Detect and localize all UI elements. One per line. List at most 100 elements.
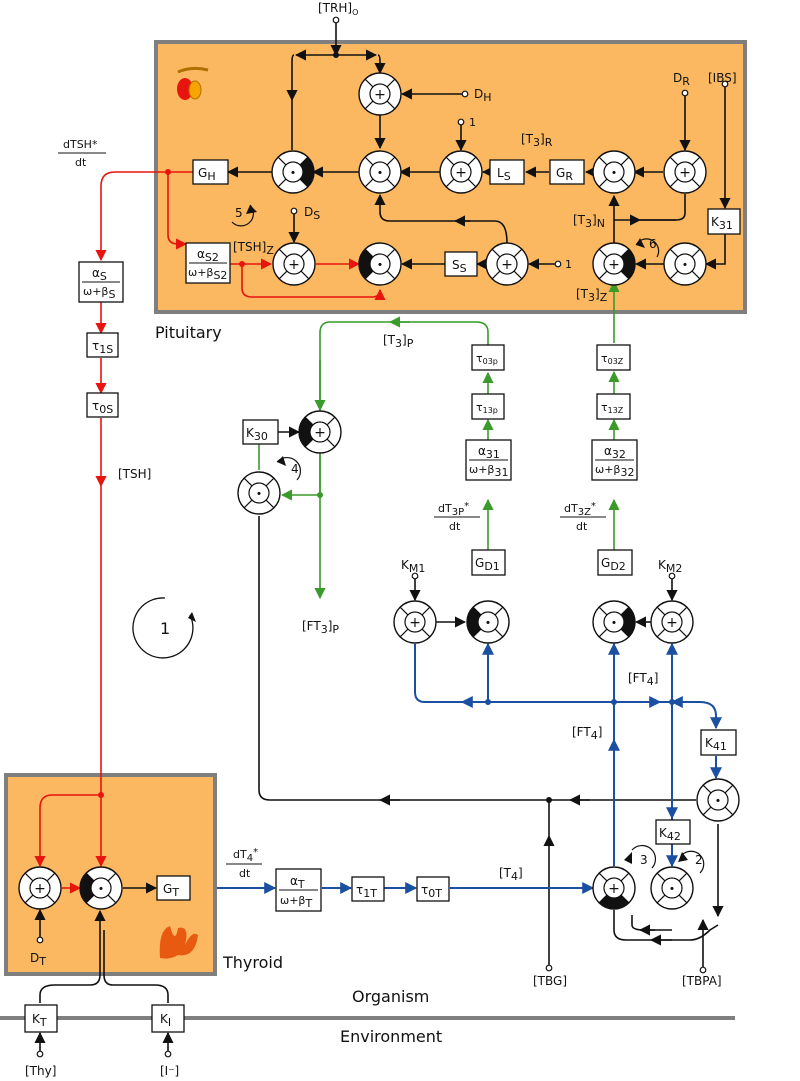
- summing-junction: +: [592, 242, 636, 286]
- dot-symbol: •: [290, 167, 297, 180]
- svg-text:τ03Z: τ03Z: [601, 352, 624, 366]
- dot-symbol: •: [485, 617, 492, 630]
- svg-text:LS: LS: [497, 166, 511, 183]
- thyroid-label: Thyroid: [222, 953, 283, 972]
- svg-text:[FT4]: [FT4]: [628, 671, 658, 688]
- summing-junction: +: [298, 410, 342, 454]
- plus-symbol: +: [501, 257, 513, 273]
- transfer-blocks: GH LS GR K31 SS αS2 ω+βS2 αS ω+βS τ1S τ0…: [24, 159, 741, 1033]
- multiplying-junction: •: [79, 866, 123, 910]
- plus-symbol: +: [666, 615, 678, 631]
- svg-text:τ0T: τ0T: [421, 883, 442, 900]
- svg-text:[IBS]: [IBS]: [708, 71, 737, 85]
- plus-symbol: +: [608, 257, 620, 273]
- dot-symbol: •: [669, 883, 676, 896]
- svg-text:αS2: αS2: [197, 247, 219, 264]
- svg-text:SS: SS: [452, 258, 467, 275]
- svg-text:[I⁻]: [I⁻]: [160, 1064, 179, 1078]
- svg-text:dT3P*: dT3P*: [438, 501, 469, 518]
- svg-text:GD1: GD1: [475, 556, 500, 573]
- control-signal-paths: [34, 20, 731, 1052]
- svg-text:αS: αS: [92, 266, 107, 283]
- multiplying-junction: •: [237, 471, 281, 515]
- svg-text:ω+βS: ω+βS: [83, 285, 115, 301]
- svg-text:K31: K31: [711, 215, 733, 232]
- svg-text:GD2: GD2: [601, 556, 626, 573]
- svg-text:4: 4: [291, 462, 299, 476]
- multiplying-junction: •: [358, 242, 402, 286]
- pituitary-organ-icon: [177, 66, 209, 100]
- dot-symbol: •: [611, 617, 618, 630]
- dot-symbol: •: [98, 883, 105, 896]
- svg-text:GR: GR: [556, 166, 573, 183]
- summing-junction: +: [485, 242, 529, 286]
- svg-text:K41: K41: [705, 736, 727, 753]
- plus-symbol: +: [679, 165, 691, 181]
- summing-junction: +: [592, 866, 636, 910]
- svg-text:dt: dt: [449, 520, 461, 533]
- svg-text:αT: αT: [290, 874, 305, 891]
- svg-text:2: 2: [695, 853, 703, 867]
- svg-text:τ03p: τ03p: [476, 352, 498, 366]
- svg-text:ω+β31: ω+β31: [469, 463, 508, 479]
- dot-symbol: •: [377, 167, 384, 180]
- svg-text:GH: GH: [198, 166, 216, 183]
- svg-text:dT3Z*: dT3Z*: [564, 501, 596, 518]
- svg-text:[TSH]Z: [TSH]Z: [233, 240, 274, 257]
- svg-text:DT: DT: [30, 951, 46, 968]
- svg-text:α32: α32: [604, 444, 626, 461]
- svg-text:τ13Z: τ13Z: [601, 401, 624, 415]
- svg-text:K30: K30: [246, 426, 268, 443]
- dot-symbol: •: [377, 259, 384, 272]
- svg-text:1: 1: [565, 258, 572, 271]
- multiplying-junction: •: [592, 150, 636, 194]
- multiplying-junction: •: [466, 600, 510, 644]
- svg-text:1: 1: [160, 619, 170, 638]
- svg-text:DR: DR: [673, 71, 690, 88]
- svg-text:[T3]Z: [T3]Z: [576, 287, 608, 304]
- svg-text:[FT4]: [FT4]: [572, 725, 602, 742]
- t3-signal-paths: [253, 280, 620, 600]
- svg-text:GT: GT: [163, 882, 179, 899]
- svg-text:[T3]N: [T3]N: [573, 213, 605, 230]
- svg-text:τ1S: τ1S: [92, 339, 113, 356]
- summing-junction: +: [663, 150, 707, 194]
- t4-signal-paths: [217, 642, 722, 894]
- svg-text:[TBG]: [TBG]: [533, 974, 567, 988]
- svg-text:ω+βS2: ω+βS2: [188, 266, 227, 282]
- svg-text:1: 1: [469, 116, 476, 129]
- multiplying-junction: •: [663, 242, 707, 286]
- summing-junction: +: [393, 600, 437, 644]
- svg-text:τ1T: τ1T: [356, 883, 377, 900]
- svg-text:[T3]R: [T3]R: [521, 132, 553, 149]
- multiplying-junction: •: [696, 778, 740, 822]
- loop-indicators: 1 5 6 4 3 2: [132, 204, 705, 874]
- svg-text:α31: α31: [478, 444, 500, 461]
- svg-text:[T4]: [T4]: [499, 866, 523, 883]
- svg-text:DS: DS: [304, 205, 320, 222]
- dot-symbol: •: [611, 167, 618, 180]
- svg-text:K42: K42: [659, 826, 681, 843]
- multiplying-junction: •: [271, 150, 315, 194]
- svg-text:dt: dt: [75, 156, 87, 169]
- summing-junction: +: [272, 242, 316, 286]
- svg-text:KM1: KM1: [401, 558, 425, 575]
- plus-symbol: +: [314, 425, 326, 441]
- summing-junction: +: [358, 72, 402, 116]
- thyroid-organ-icon: [159, 926, 198, 959]
- svg-text:[TBPA]: [TBPA]: [682, 974, 722, 988]
- pituitary-label: Pituitary: [155, 323, 222, 342]
- summing-junction: +: [439, 150, 483, 194]
- svg-text:[FT3]P: [FT3]P: [302, 619, 339, 636]
- multiplying-junction: •: [592, 600, 636, 644]
- svg-text:[TSH]: [TSH]: [118, 467, 151, 481]
- svg-text:τ0S: τ0S: [92, 399, 113, 416]
- plus-symbol: +: [455, 165, 467, 181]
- svg-text:DH: DH: [474, 87, 492, 104]
- svg-text:KT: KT: [32, 1012, 47, 1029]
- svg-text:dt: dt: [576, 520, 588, 533]
- svg-text:dT4*: dT4*: [233, 847, 258, 864]
- multiplying-junction: •: [358, 150, 402, 194]
- dot-symbol: •: [682, 259, 689, 272]
